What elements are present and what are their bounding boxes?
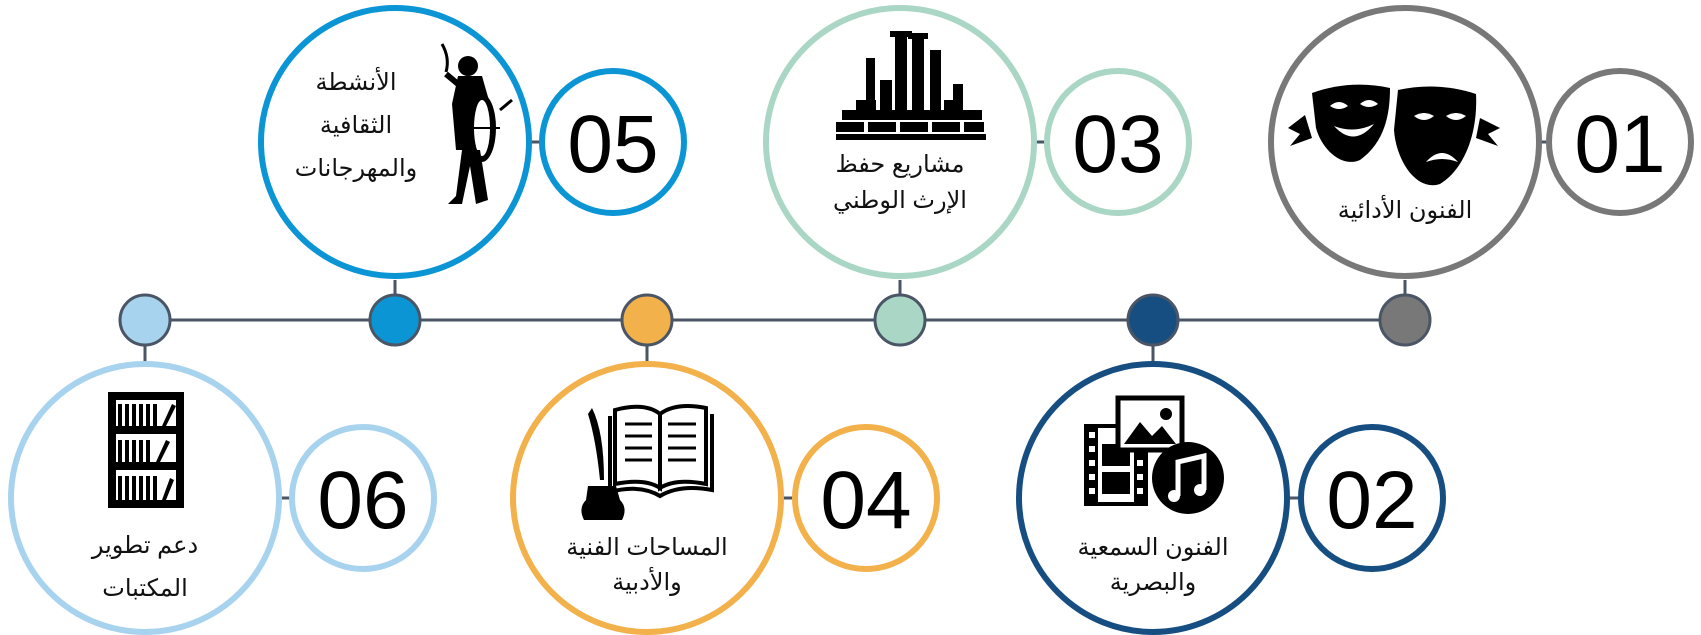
- item-04-label-line1: المساحات الفنية: [566, 534, 727, 561]
- item-06-number-circle: [289, 424, 437, 572]
- item-04-number: 04: [820, 455, 911, 546]
- item-02-number: 02: [1326, 455, 1417, 546]
- theater-masks-icon: [1288, 84, 1500, 186]
- drummer-icon: [440, 43, 513, 204]
- item-03-main-circle: [763, 5, 1037, 279]
- bookshelf-icon: [108, 392, 184, 508]
- item-02-number-circle: [1298, 424, 1446, 572]
- item-02: 02 الفنون السمعية والبصرية: [1016, 293, 1446, 635]
- item-06-label-line2: المكتبات: [102, 575, 188, 602]
- item-06-label-line1: دعم تطوير: [91, 532, 198, 559]
- item-05-label-line3: والمهرجانات: [295, 155, 417, 182]
- item-01-number-circle: [1546, 68, 1694, 216]
- item-03-number-circle: [1044, 68, 1192, 216]
- item-03: 03 مشاريع حفظ الإرث الوطني: [763, 5, 1192, 347]
- item-02-label-line2: والبصرية: [1110, 569, 1196, 596]
- book-quill-inkwell-icon: [581, 404, 714, 520]
- item-05: 05 الأنشطة الثقافية والمهرجانات: [258, 5, 687, 347]
- item-02-label-line1: الفنون السمعية: [1077, 534, 1228, 561]
- item-05-number: 05: [567, 99, 658, 190]
- item-05-label-line1: الأنشطة: [316, 67, 397, 96]
- item-05-node: [368, 293, 422, 347]
- item-01-node: [1378, 293, 1432, 347]
- item-03-node: [873, 293, 927, 347]
- item-04-number-circle: [792, 424, 940, 572]
- item-05-main-circle: [258, 5, 532, 279]
- item-06: 06 دعم تطوير المكتبات: [8, 293, 437, 635]
- item-01: 01 الفنون الأدائية: [1268, 5, 1694, 347]
- item-01-label-line1: الفنون الأدائية: [1338, 195, 1473, 224]
- media-film-photo-music-icon: [1084, 395, 1224, 514]
- item-04: 04 المساحات الفنية والأدبية: [510, 293, 940, 635]
- item-05-label-line2: الثقافية: [320, 112, 392, 139]
- item-04-node: [620, 293, 674, 347]
- item-02-node: [1126, 293, 1180, 347]
- item-03-label-line1: مشاريع حفظ: [835, 151, 964, 178]
- item-03-label-line2: الإرث الوطني: [833, 187, 967, 214]
- item-05-number-circle: [539, 68, 687, 216]
- item-03-number: 03: [1072, 99, 1163, 190]
- heritage-ruins-icon: [836, 31, 986, 140]
- item-01-number: 01: [1574, 99, 1665, 190]
- item-04-label-line2: والأدبية: [612, 567, 681, 596]
- item-06-node: [118, 293, 172, 347]
- item-06-number: 06: [317, 455, 408, 546]
